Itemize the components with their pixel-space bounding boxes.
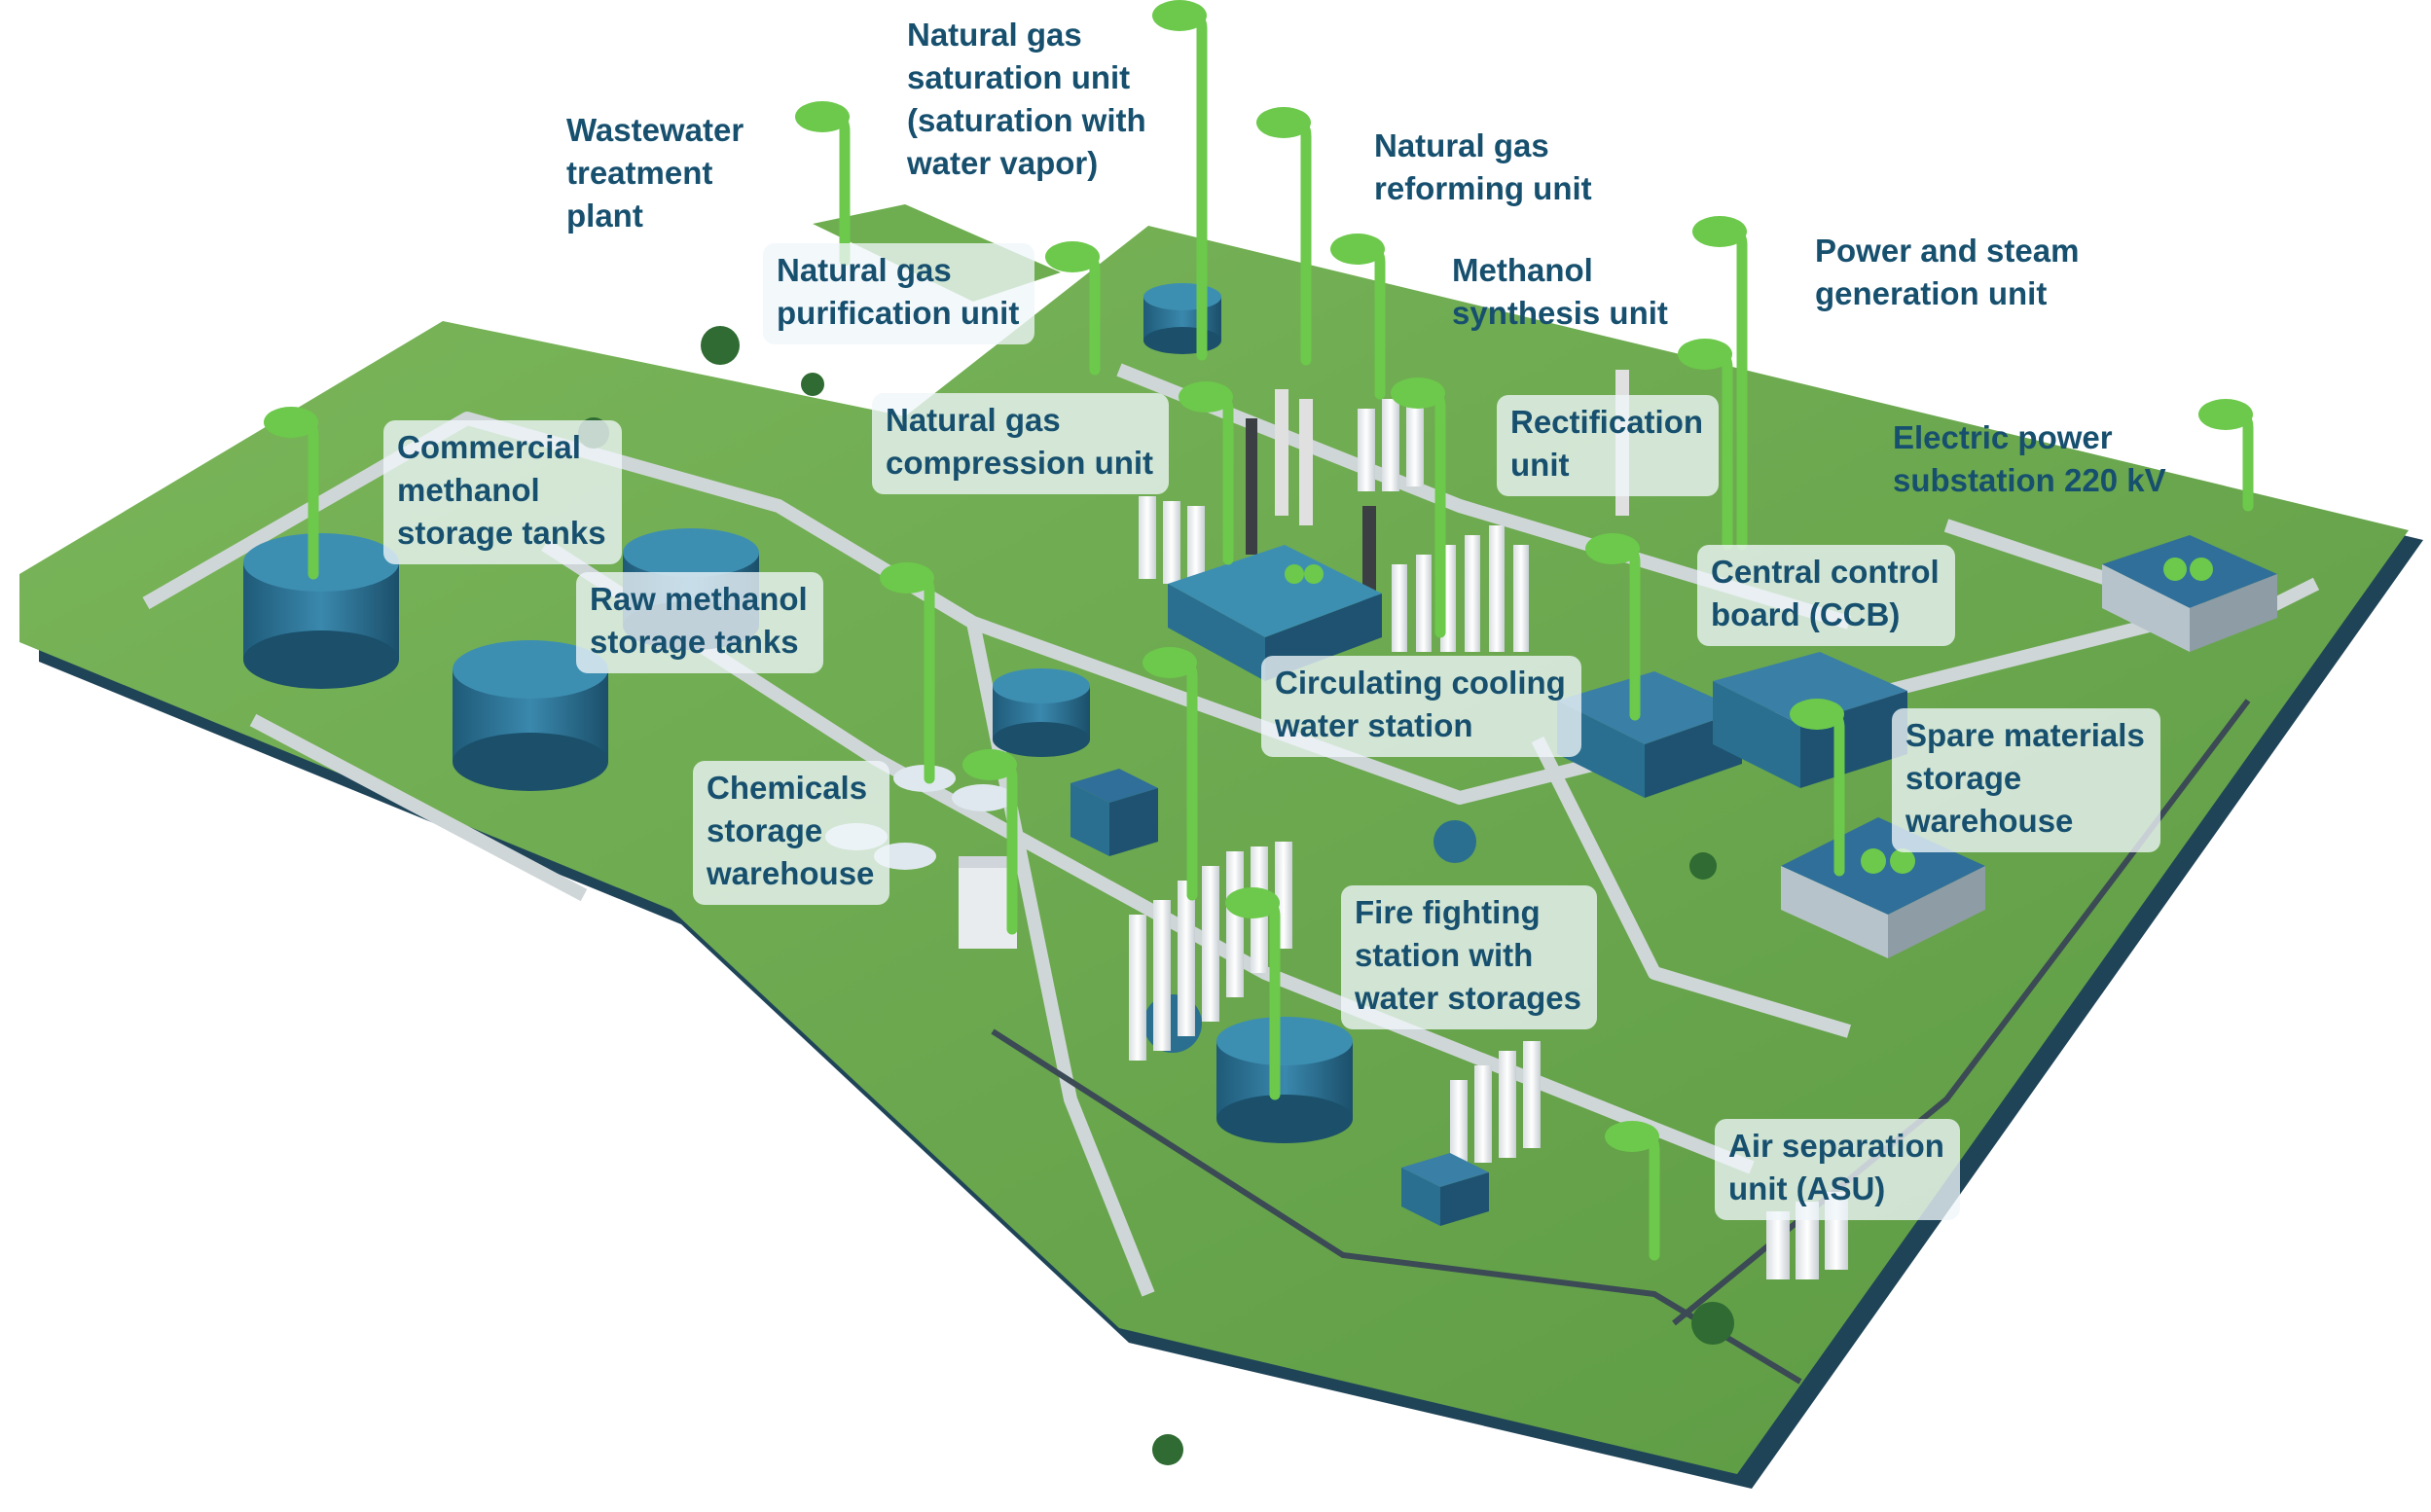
commercial-tank-1 [243,533,399,689]
label-line: water storages [1355,980,1581,1016]
label-line: Fire fighting [1355,894,1541,930]
label-line: water vapor) [907,145,1099,181]
label-line: Electric power [1893,419,2113,455]
label-line: warehouse [1905,803,2074,839]
label-line: Power and steam [1815,233,2080,269]
label-line: Commercial [397,429,581,465]
label-fire-fighting: Fire fighting station with water storage… [1341,885,1597,1029]
label-line: methanol [397,472,540,508]
label-wastewater-treatment: Wastewater treatment plant [566,109,744,237]
label-line: Central control [1711,554,1940,590]
label-line: synthesis unit [1452,295,1668,331]
label-line: Air separation [1728,1128,1944,1164]
label-line: (saturation with [907,102,1146,138]
label-line: board (CCB) [1711,596,1901,632]
label-line: Natural gas [886,402,1061,438]
label-line: Spare materials [1905,717,2145,753]
label-chemicals-warehouse: Chemicals storage warehouse [693,761,890,905]
building-fire-pump [1401,1153,1489,1226]
logo-mark-spare [1861,848,1915,874]
label-line: Raw methanol [590,581,808,617]
label-line: Natural gas [777,252,952,288]
column-cluster-compression [1139,496,1205,589]
commercial-tank-2 [453,640,608,791]
label-line: station with [1355,937,1534,973]
label-cooling-water: Circulating cooling water station [1261,656,1581,757]
label-line: Rectification [1510,404,1704,440]
label-central-control: Central control board (CCB) [1697,545,1955,646]
pin-flags [264,0,2253,1152]
label-rectification-unit: Rectification unit [1497,395,1720,496]
label-line: Wastewater [566,112,744,148]
label-saturation-unit: Natural gas saturation unit (saturation … [907,14,1146,185]
label-line: Natural gas [1374,127,1549,163]
label-line: treatment [566,155,713,191]
label-line: purification unit [777,295,1020,331]
label-line: reforming unit [1374,170,1592,206]
label-line: Circulating cooling [1275,665,1566,701]
label-line: unit (ASU) [1728,1170,1886,1206]
label-line: compression unit [886,445,1154,481]
logo-mark-substation [2163,558,2213,581]
label-line: water station [1275,707,1473,743]
label-air-separation: Air separation unit (ASU) [1715,1119,1960,1220]
label-methanol-synthesis: Methanol synthesis unit [1452,249,1668,335]
raw-methanol-tank [993,668,1090,757]
label-substation: Electric power substation 220 kV [1893,416,2166,502]
building-substation [2102,535,2277,652]
label-power-steam: Power and steam generation unit [1815,230,2079,315]
label-line: saturation unit [907,59,1131,95]
label-purification-unit: Natural gas purification unit [763,243,1035,344]
column-cluster-fire [1450,1041,1541,1168]
wastewater-tank [1143,283,1221,354]
label-line: storage [1905,760,2022,796]
sphere-tank-2 [1433,820,1476,863]
label-commercial-tanks: Commercial methanol storage tanks [383,420,622,564]
logo-mark-reforming [1285,564,1324,584]
label-spare-materials: Spare materials storage warehouse [1892,708,2160,852]
label-line: storage tanks [590,624,799,660]
label-raw-methanol-tanks: Raw methanol storage tanks [576,572,823,673]
label-compression-unit: Natural gas compression unit [872,393,1170,494]
label-line: Methanol [1452,252,1593,288]
label-reforming-unit: Natural gas reforming unit [1374,125,1592,210]
label-line: Chemicals [707,770,868,806]
label-line: plant [566,198,643,234]
building-chemicals [1070,769,1158,856]
label-line: generation unit [1815,275,2048,311]
label-line: storage [707,812,823,848]
building-control-2 [1713,652,1907,788]
column-cluster-synthesis [1358,394,1424,491]
label-line: substation 220 kV [1893,462,2166,498]
label-line: storage tanks [397,515,606,551]
label-line: Natural gas [907,17,1082,53]
label-line: unit [1510,447,1570,483]
fire-water-tank [1216,1017,1353,1143]
label-line: warehouse [707,855,875,891]
